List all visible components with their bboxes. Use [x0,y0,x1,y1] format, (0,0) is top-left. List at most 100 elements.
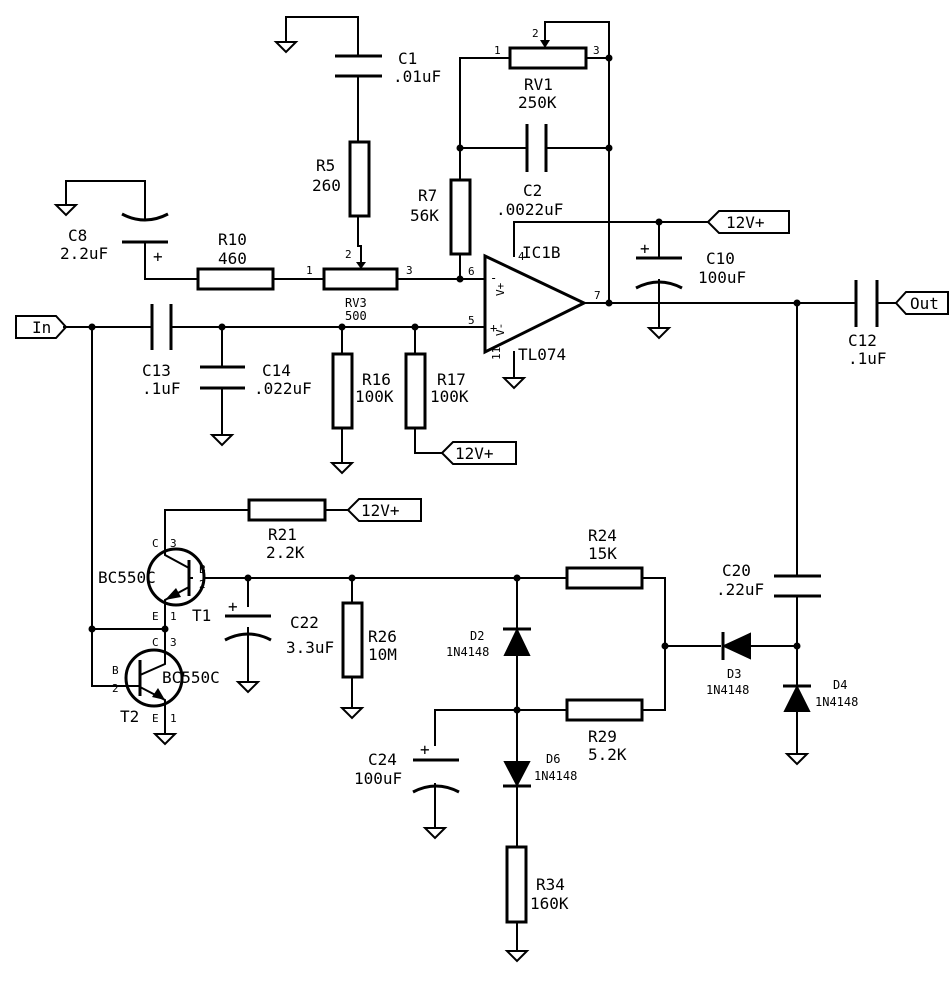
rv3-pin2: 2 [345,248,352,261]
t1-pin-b: B [199,563,206,576]
port-out-label: Out [910,294,939,313]
transistor-t2: BC550C T2 C 3 B 2 E 1 [112,636,220,726]
c14-ref: C14 [262,361,291,380]
t2-pin-c-num: 3 [170,636,177,649]
r21-ref: R21 [268,525,297,544]
t2-value: BC550C [162,668,220,687]
d6-value: 1N4148 [534,769,577,783]
t1-ref: T1 [192,606,211,625]
c10-plus: + [640,239,650,258]
r24-ref: R24 [588,526,617,545]
t2-ref: T2 [120,707,139,726]
r16-ref: R16 [362,370,391,389]
resistor-r5: R5 260 [312,140,371,218]
port-out: Out [894,291,949,315]
r34-ref: R34 [536,875,565,894]
diode-d6: D6 1N4148 [503,752,577,788]
c10-ref: C10 [706,249,735,268]
t1-pin-c: C [152,537,159,550]
c1-value: .01uF [393,67,441,86]
opamp-pin11: 11 [490,347,503,360]
c12-value: .1uF [848,349,887,368]
c13-ref: C13 [142,361,171,380]
ground-icon [55,196,77,216]
ground-icon [648,319,670,339]
r24-value: 15K [588,544,617,563]
t1-value: BC550C [98,568,156,587]
rv1-pin3: 3 [593,44,600,57]
d2-ref: D2 [470,629,484,643]
capacitor-c8: + C8 2.2uF [60,212,169,266]
opamp-vplus: V+ [494,282,507,296]
t1-pin-e-num: 1 [170,610,177,623]
resistor-r17: R17 100K [404,352,469,430]
r7-value: 56K [410,206,439,225]
c10-value: 100uF [698,268,746,287]
c24-ref: C24 [368,750,397,769]
r17-ref: R17 [437,370,466,389]
port-12v-label: 12V+ [361,501,400,520]
rv1-pin1: 1 [494,44,501,57]
potentiometer-rv1: 1 2 3 RV1 250K [494,27,600,112]
t2-pin-b: B [112,664,119,677]
resistor-r24: R24 15K [565,526,644,590]
diode-d4: D4 1N4148 [783,678,858,712]
c2-ref: C2 [523,181,542,200]
c14-value: .022uF [254,379,312,398]
r10-ref: R10 [218,230,247,249]
c12-ref: C12 [848,331,877,350]
resistor-r29: R29 5.2K [565,698,644,764]
resistor-r10: R10 460 [196,230,275,291]
resistor-r34: R34 160K [505,845,569,924]
r26-value: 10M [368,645,397,664]
r7-ref: R7 [418,186,437,205]
opamp-vminus: V- [494,323,507,336]
r5-ref: R5 [316,156,335,175]
r17-value: 100K [430,387,469,406]
port-12v-opamp: 12V+ [706,210,790,234]
capacitor-c2: C2 .0022uF [496,124,563,219]
ground-icon [424,819,446,839]
capacitor-c20: C20 .22uF [716,561,821,599]
ground-icon [154,725,176,745]
c22-value: 3.3uF [286,638,334,657]
t1-pin-e: E [152,610,159,623]
resistor-r7: R7 56K [410,178,472,256]
ground-icon [237,673,259,693]
capacitor-c1: C1 .01uF [335,49,441,86]
c20-ref: C20 [722,561,751,580]
ground-icon [506,942,528,962]
r26-ref: R26 [368,627,397,646]
ground-icon [786,745,808,765]
port-12v-r21: 12V+ [346,498,422,522]
r10-value: 460 [218,249,247,268]
c22-ref: C22 [290,613,319,632]
r5-value: 260 [312,176,341,195]
potentiometer-rv3: 1 2 3 RV3 500 [306,248,413,323]
r29-ref: R29 [588,727,617,746]
c24-value: 100uF [354,769,402,788]
rv1-pin2: 2 [532,27,539,40]
opamp-part: TL074 [518,345,566,364]
d3-value: 1N4148 [706,683,749,697]
port-in-label: In [32,318,51,337]
d2-value: 1N4148 [446,645,489,659]
rv3-value: 500 [345,309,367,323]
ground-icon [331,454,353,474]
c2-value: .0022uF [496,200,563,219]
opamp-ic1b: IC1B TL074 - + V+ V- 6 5 7 4 11 [468,243,601,364]
rv3-pin1: 1 [306,264,313,277]
opamp-pin7: 7 [594,289,601,302]
ground-icon [503,369,525,389]
opamp-sign-plus: + [490,321,497,335]
wires [63,16,897,944]
diode-d2: D2 1N4148 [446,627,531,659]
c24-plus: + [420,740,430,759]
resistor-r26: R26 10M [341,601,397,679]
diode-d3: D3 1N4148 [706,632,751,697]
r34-value: 160K [530,894,569,913]
capacitor-c24: + C24 100uF [354,740,460,794]
c8-plus: + [153,247,163,266]
port-12v-label: 12V+ [455,444,494,463]
ground-icon [341,699,363,719]
